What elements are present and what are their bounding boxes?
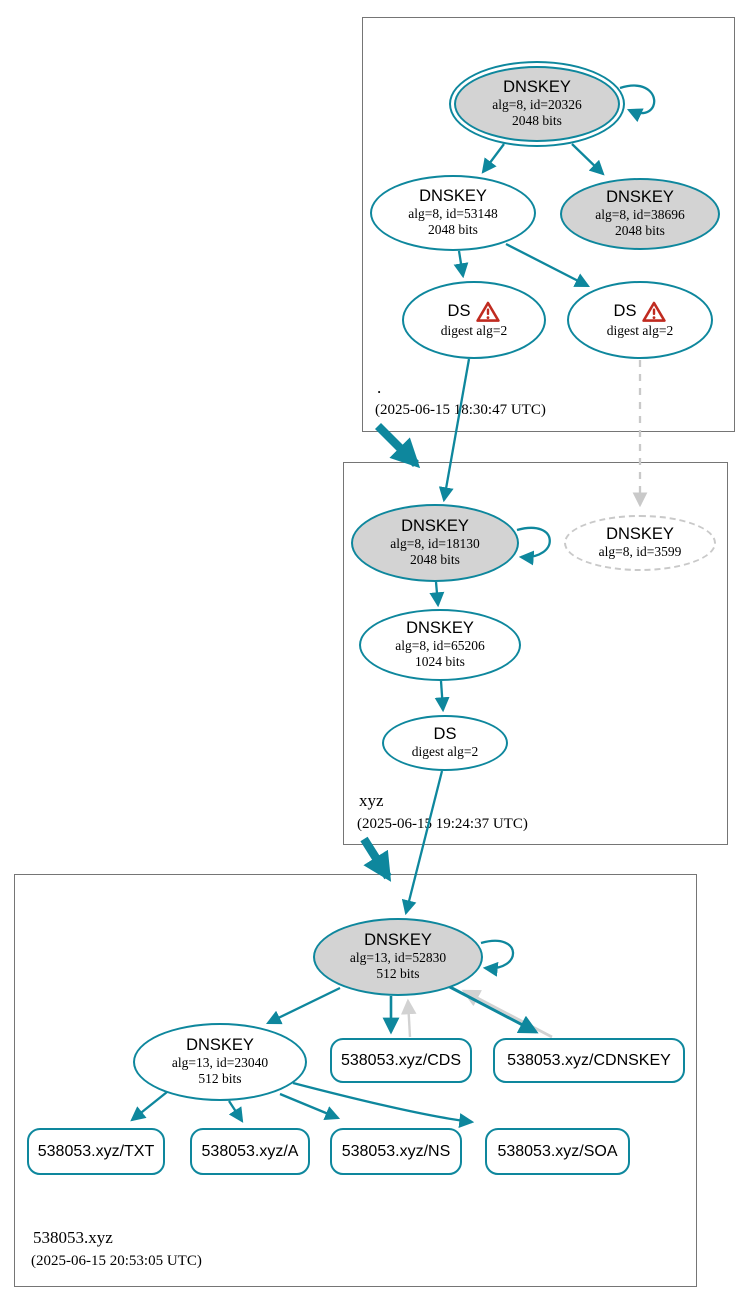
zone-timestamp-538053-xyz: (2025-06-15 20:53:05 UTC) — [31, 1253, 202, 1269]
ds-digest: digest alg=2 — [606, 322, 674, 338]
dnskey-23040-node[interactable]: DNSKEY alg=13, id=23040 512 bits — [133, 1023, 307, 1101]
zone-name-root: . — [377, 378, 382, 397]
rrset-txt-node[interactable]: 538053.xyz/TXT — [27, 1128, 165, 1175]
dnskey-alg-id: alg=8, id=20326 — [492, 96, 582, 112]
dnskey-title: DNSKEY — [606, 525, 674, 544]
rrset-label: 538053.xyz/CDNSKEY — [507, 1051, 671, 1069]
zone-box-root — [362, 17, 735, 432]
warning-icon — [476, 301, 501, 322]
dnskey-title: DNSKEY — [419, 186, 487, 205]
warning-icon — [642, 301, 667, 322]
dnskey-bits: 2048 bits — [428, 222, 478, 238]
dnskey-title: DNSKEY — [364, 930, 432, 949]
dnskey-title: DNSKEY — [503, 77, 571, 96]
dnskey-65206-node[interactable]: DNSKEY alg=8, id=65206 1024 bits — [359, 609, 521, 681]
dnskey-alg-id: alg=8, id=65206 — [395, 637, 485, 653]
rrset-ns-node[interactable]: 538053.xyz/NS — [330, 1128, 462, 1175]
rrset-label: 538053.xyz/NS — [341, 1142, 451, 1160]
dnskey-3599-node[interactable]: DNSKEY alg=8, id=3599 — [564, 515, 716, 571]
dnskey-title: DNSKEY — [606, 187, 674, 206]
dnskey-bits: 2048 bits — [512, 113, 562, 129]
dnskey-bits: 1024 bits — [415, 654, 465, 670]
rrset-soa-node[interactable]: 538053.xyz/SOA — [485, 1128, 630, 1175]
rrset-label: 538053.xyz/A — [201, 1142, 299, 1160]
dnskey-38696-node[interactable]: DNSKEY alg=8, id=38696 2048 bits — [560, 178, 720, 250]
dnskey-alg-id: alg=8, id=53148 — [408, 205, 498, 221]
zone-timestamp-root: (2025-06-15 18:30:47 UTC) — [375, 402, 546, 418]
dnskey-alg-id: alg=8, id=3599 — [598, 544, 682, 560]
dnskey-bits: 512 bits — [198, 1071, 242, 1087]
ds-right-node[interactable]: DS digest alg=2 — [567, 281, 713, 359]
rrset-label: 538053.xyz/CDS — [340, 1051, 462, 1069]
dnskey-title: DNSKEY — [406, 618, 474, 637]
dnskey-title: DNSKEY — [401, 516, 469, 535]
ds-title: DS — [447, 302, 471, 321]
rrset-label: 538053.xyz/TXT — [37, 1142, 155, 1160]
rrset-cdnskey-node[interactable]: 538053.xyz/CDNSKEY — [493, 1038, 685, 1083]
dnskey-bits: 512 bits — [376, 966, 420, 982]
dnskey-bits: 2048 bits — [615, 223, 665, 239]
zone-timestamp-xyz: (2025-06-15 19:24:37 UTC) — [357, 816, 528, 832]
ds-digest: digest alg=2 — [440, 322, 508, 338]
dnskey-alg-id: alg=8, id=38696 — [595, 206, 685, 222]
dnskey-bits: 2048 bits — [410, 552, 460, 568]
ds-title: DS — [613, 302, 637, 321]
zone-name-538053-xyz: 538053.xyz — [33, 1228, 113, 1247]
rrset-label: 538053.xyz/SOA — [497, 1142, 618, 1160]
ds-left-node[interactable]: DS digest alg=2 — [402, 281, 546, 359]
dnskey-18130-node[interactable]: DNSKEY alg=8, id=18130 2048 bits — [351, 504, 519, 582]
dnskey-52830-node[interactable]: DNSKEY alg=13, id=52830 512 bits — [313, 918, 483, 996]
rrset-a-node[interactable]: 538053.xyz/A — [190, 1128, 310, 1175]
dnskey-alg-id: alg=8, id=18130 — [390, 535, 480, 551]
dnskey-title: DNSKEY — [186, 1035, 254, 1054]
rrset-cds-node[interactable]: 538053.xyz/CDS — [330, 1038, 472, 1083]
ds-digest: digest alg=2 — [411, 744, 479, 760]
ds-xyz-node[interactable]: DS digest alg=2 — [382, 715, 508, 771]
dnskey-alg-id: alg=13, id=23040 — [171, 1054, 269, 1070]
zone-name-xyz: xyz — [359, 791, 384, 810]
dnskey-alg-id: alg=13, id=52830 — [349, 949, 447, 965]
zone-box-538053-xyz — [14, 874, 697, 1287]
dnskey-53148-node[interactable]: DNSKEY alg=8, id=53148 2048 bits — [370, 175, 536, 251]
zone-box-xyz — [343, 462, 728, 845]
dnskey-20326-node[interactable]: DNSKEY alg=8, id=20326 2048 bits — [449, 61, 625, 147]
ds-title: DS — [433, 725, 457, 744]
